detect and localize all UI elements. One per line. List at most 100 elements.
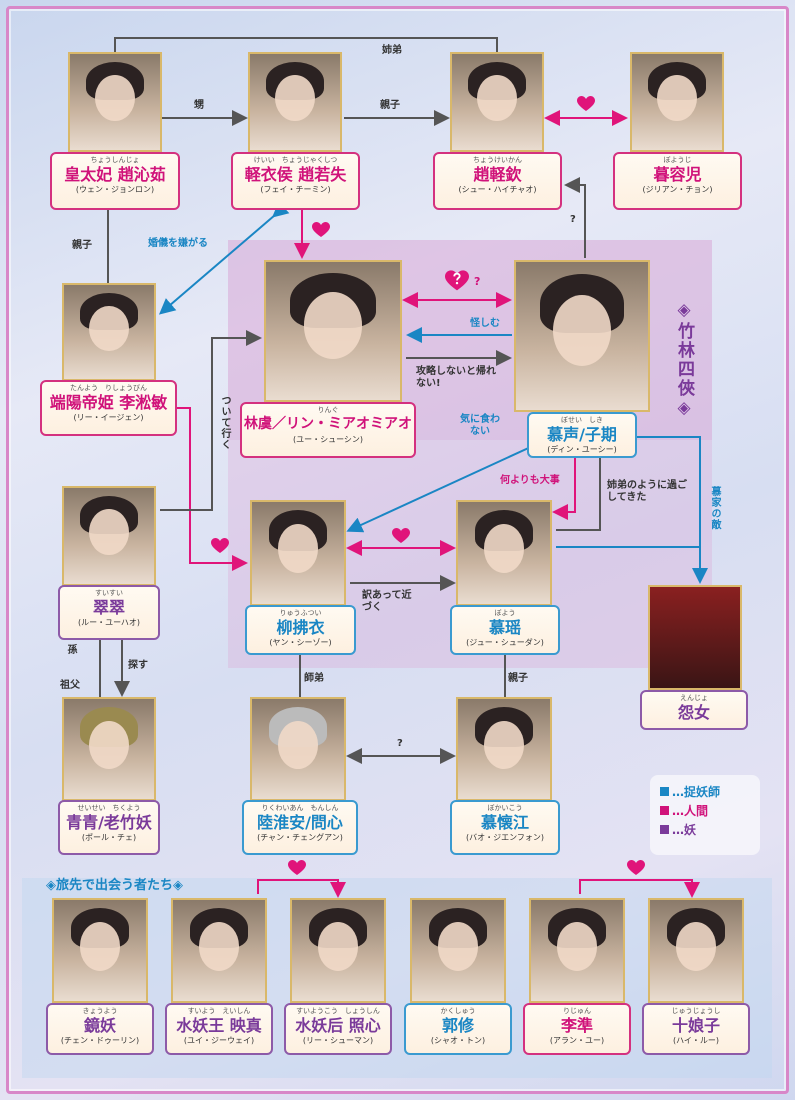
character-name: 慕声/子期: [547, 425, 617, 444]
portrait-suiyoukou: [290, 898, 386, 1003]
character-name: 林虞／リン・ミアオミアオ: [244, 416, 412, 432]
relation-label: 慕家の敵: [709, 486, 720, 530]
legend-item: …人間: [660, 802, 750, 821]
relation-label: 親子: [380, 100, 400, 111]
relation-label: 親子: [72, 240, 92, 251]
relation-label: 婚儀を嫌がる: [148, 238, 208, 249]
actor-name: (シュー・ハイチャオ): [458, 185, 537, 194]
ruby: りゅうふつい: [279, 609, 322, 617]
actor-name: (ジリアン・チョン): [642, 185, 713, 194]
name-card-ringu: りんぐ林虞／リン・ミアオミアオ (ユー・シューシン): [240, 402, 416, 458]
heart-icon: [211, 538, 229, 554]
heart-icon: [577, 96, 595, 112]
ruby: けいい ちょうじゃくしつ: [253, 156, 338, 164]
name-card-suisui: すいすい翠翠(ルー・ユーハオ): [58, 585, 160, 640]
actor-name: (チャン・チェングアン): [257, 833, 343, 842]
name-card-boyouji: ぼようじ暮容児(ジリアン・チョン): [613, 152, 742, 210]
actor-name: (リー・イージェン): [73, 413, 144, 422]
legend-label: …妖: [672, 823, 697, 837]
portrait-ryufutsui: [250, 500, 346, 606]
ruby: ぼせい しき: [561, 416, 603, 424]
relation-label: 孫: [65, 644, 76, 655]
relation-label: 探す: [128, 660, 148, 671]
relation-label: ?: [570, 214, 576, 225]
name-card-rijun: りじゅん李準(アラン・ユー): [523, 1003, 631, 1055]
ruby: たんよう りしょうびん: [70, 384, 147, 392]
character-name: 鏡妖: [83, 1016, 116, 1035]
actor-name: (アラン・ユー): [549, 1036, 605, 1045]
legend-item: …捉妖師: [660, 783, 750, 802]
group-label-bamboo-four: ◈竹林四俠◈: [674, 300, 694, 420]
name-card-choukeikan: ちょうけいかん趙軽欽(シュー・ハイチャオ): [433, 152, 562, 210]
portrait-kakushuu: [410, 898, 506, 1003]
name-card-tanyou: たんよう りしょうびん端陽帝姫 李淞敏(リー・イージェン): [40, 380, 177, 436]
portrait-boyou: [456, 500, 552, 606]
name-card-seisei: せいせい ちくよう青青/老竹妖(ポール・チェ): [58, 800, 160, 855]
portrait-keiikou: [248, 52, 342, 152]
portrait-bosei: [514, 260, 650, 412]
legend-label: …捉妖師: [672, 785, 721, 799]
name-card-suiyoukou: すいようこう しょうしん水妖后 照心(リー・シューマン): [284, 1003, 392, 1055]
portrait-tanyou: [62, 283, 156, 381]
name-card-ryufutsui: りゅうふつい柳拂衣(ヤン・シーゾー): [245, 605, 356, 655]
ruby: ぼかいこう: [487, 804, 523, 812]
name-card-kyouyou: きょうよう鏡妖(チェン・ドゥーリン): [46, 1003, 154, 1055]
portrait-ringu: [264, 260, 402, 402]
relation-label: 師弟: [304, 673, 324, 684]
relation-label: 甥: [194, 100, 204, 111]
name-card-keiikou: けいい ちょうじゃくしつ軽衣侯 趙若失(フェイ・チーミン): [231, 152, 360, 210]
ruby: すいよう えいしん: [187, 1007, 251, 1015]
relation-label: 気に食わない: [460, 414, 500, 437]
relation-label: 訳あって近づく: [362, 590, 412, 613]
ruby: ぼようじ: [663, 156, 692, 164]
character-name: 怨女: [677, 703, 710, 722]
legend: …捉妖師 …人間 …妖: [650, 775, 760, 855]
character-name: 端陽帝姫 李淞敏: [49, 393, 168, 412]
actor-name: (ジュー・シューダン): [466, 638, 544, 647]
character-name: 慕瑶: [488, 618, 521, 637]
legend-item: …妖: [660, 821, 750, 840]
name-card-rikuwaian: りくわいあん もんしん陸淮安/問心(チャン・チェングアン): [242, 800, 358, 855]
relation-label: 姉弟: [382, 45, 402, 56]
name-card-kotaihi: ちょうしんじょ皇太妃 趙沁茹(ウェン・ジョンロン): [50, 152, 180, 210]
portrait-kyouyou: [52, 898, 148, 1003]
relation-label: 何よりも大事: [500, 475, 560, 486]
heart-icon: [627, 860, 645, 876]
actor-name: (フェイ・チーミン): [260, 185, 331, 194]
name-card-juujoushi: じゅうじょうし十娘子(ハイ・ルー): [642, 1003, 750, 1055]
heart-icon: [312, 222, 330, 238]
character-name: 暮容児: [653, 165, 702, 184]
actor-name: (シャオ・トン): [430, 1036, 486, 1045]
character-name: 皇太妃 趙沁茹: [64, 165, 166, 184]
portrait-bokaikou: [456, 697, 552, 801]
character-name: 郭修: [441, 1016, 474, 1035]
name-card-kakushuu: かくしゅう郭修(シャオ・トン): [404, 1003, 512, 1055]
name-card-boyou: ぼよう慕瑶(ジュー・シューダン): [450, 605, 560, 655]
ruby: りくわいあん もんしん: [261, 804, 339, 812]
actor-name: (チェン・ドゥーリン): [60, 1036, 140, 1045]
portrait-suiyouou: [171, 898, 267, 1003]
relation-label: 姉弟のように過ごしてきた: [607, 480, 687, 503]
actor-name: (バオ・ジエンフォン): [465, 833, 544, 842]
ruby: りんぐ: [317, 406, 339, 414]
actor-name: (ユイ・ジーウェイ): [183, 1036, 255, 1045]
relation-label: 祖父: [60, 680, 80, 691]
character-name: 柳拂衣: [276, 618, 325, 637]
character-name: 翠翠: [92, 598, 125, 617]
character-name: 青青/老竹妖: [66, 813, 152, 832]
actor-name: (ルー・ユーハオ): [77, 618, 141, 627]
actor-name: (ヤン・シーゾー): [269, 638, 332, 647]
relation-label: 親子: [508, 673, 528, 684]
character-name: 水妖后 照心: [295, 1016, 381, 1035]
actor-name: (ウェン・ジョンロン): [75, 185, 155, 194]
relation-label: ついて行く: [219, 395, 230, 450]
legend-swatch: [660, 787, 669, 796]
portrait-rikuwaian: [250, 697, 346, 801]
heart-icon: [392, 528, 410, 544]
frame-border: [6, 6, 789, 1094]
ruby: きょうよう: [82, 1007, 118, 1015]
actor-name: (ユー・シューシン): [292, 435, 364, 444]
character-name: 水妖王 映真: [176, 1016, 262, 1035]
portrait-kotaihi: [68, 52, 162, 152]
